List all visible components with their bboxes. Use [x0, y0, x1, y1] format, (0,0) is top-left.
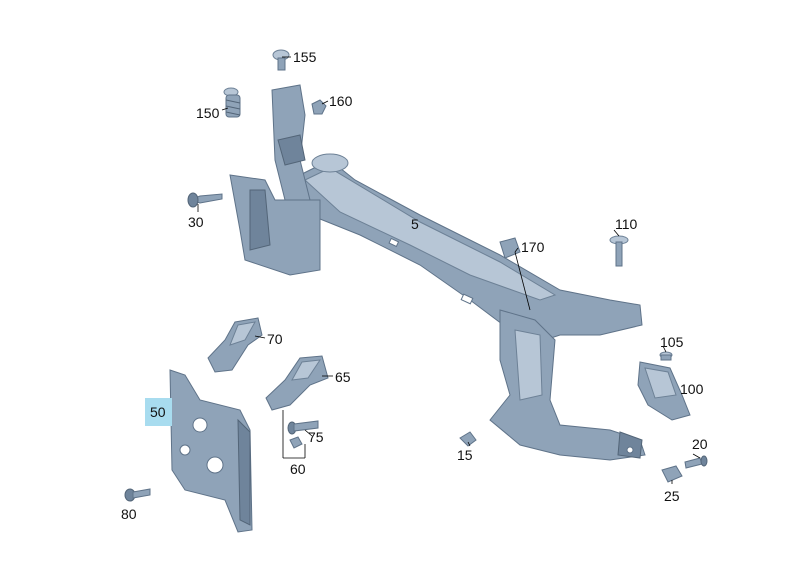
callout-50[interactable]: 50 — [150, 404, 166, 420]
part-20-bolt[interactable] — [684, 455, 708, 469]
callout-100[interactable]: 100 — [680, 381, 704, 397]
part-155-cap[interactable] — [272, 49, 290, 71]
part-80-bolt[interactable] — [124, 488, 151, 502]
leader-lines — [197, 56, 701, 484]
part-170-clip[interactable] — [499, 237, 521, 259]
part-70-bracket[interactable] — [207, 317, 263, 373]
callout-70[interactable]: 70 — [267, 331, 283, 347]
callout-75[interactable]: 75 — [308, 429, 324, 445]
part-75-bolt[interactable] — [287, 420, 319, 435]
part-100-bracket[interactable] — [637, 361, 691, 421]
callout-30[interactable]: 30 — [188, 214, 204, 230]
callout-65[interactable]: 65 — [335, 369, 351, 385]
callout-25[interactable]: 25 — [664, 488, 680, 504]
front-carrier-part-5[interactable] — [229, 84, 646, 461]
part-105-nut[interactable] — [659, 351, 673, 361]
callout-20[interactable]: 20 — [692, 436, 708, 452]
part-30-bolt[interactable] — [187, 192, 223, 208]
part-15-clip[interactable] — [459, 431, 477, 447]
part-110-bolt[interactable] — [609, 235, 629, 267]
callout-105[interactable]: 105 — [660, 334, 684, 350]
part-25-clip[interactable] — [661, 465, 683, 483]
callout-150[interactable]: 150 — [196, 105, 220, 121]
part-150-spring[interactable] — [223, 87, 241, 118]
callout-160[interactable]: 160 — [329, 93, 353, 109]
callout-110[interactable]: 110 — [615, 216, 638, 232]
callout-5[interactable]: 5 — [411, 216, 419, 232]
part-65-bracket[interactable] — [265, 355, 329, 411]
callout-80[interactable]: 80 — [121, 506, 137, 522]
callout-155[interactable]: 155 — [293, 49, 317, 65]
callout-15[interactable]: 15 — [457, 447, 473, 463]
callout-60[interactable]: 60 — [290, 461, 306, 477]
callout-50-highlight — [145, 398, 172, 426]
callout-labels: 155 160 150 30 5 110 170 70 105 65 100 5… — [121, 49, 708, 522]
part-50-plate[interactable] — [169, 369, 253, 533]
part-60-nut[interactable] — [289, 436, 303, 449]
part-160-nut[interactable] — [311, 99, 327, 115]
callout-170[interactable]: 170 — [521, 239, 545, 255]
